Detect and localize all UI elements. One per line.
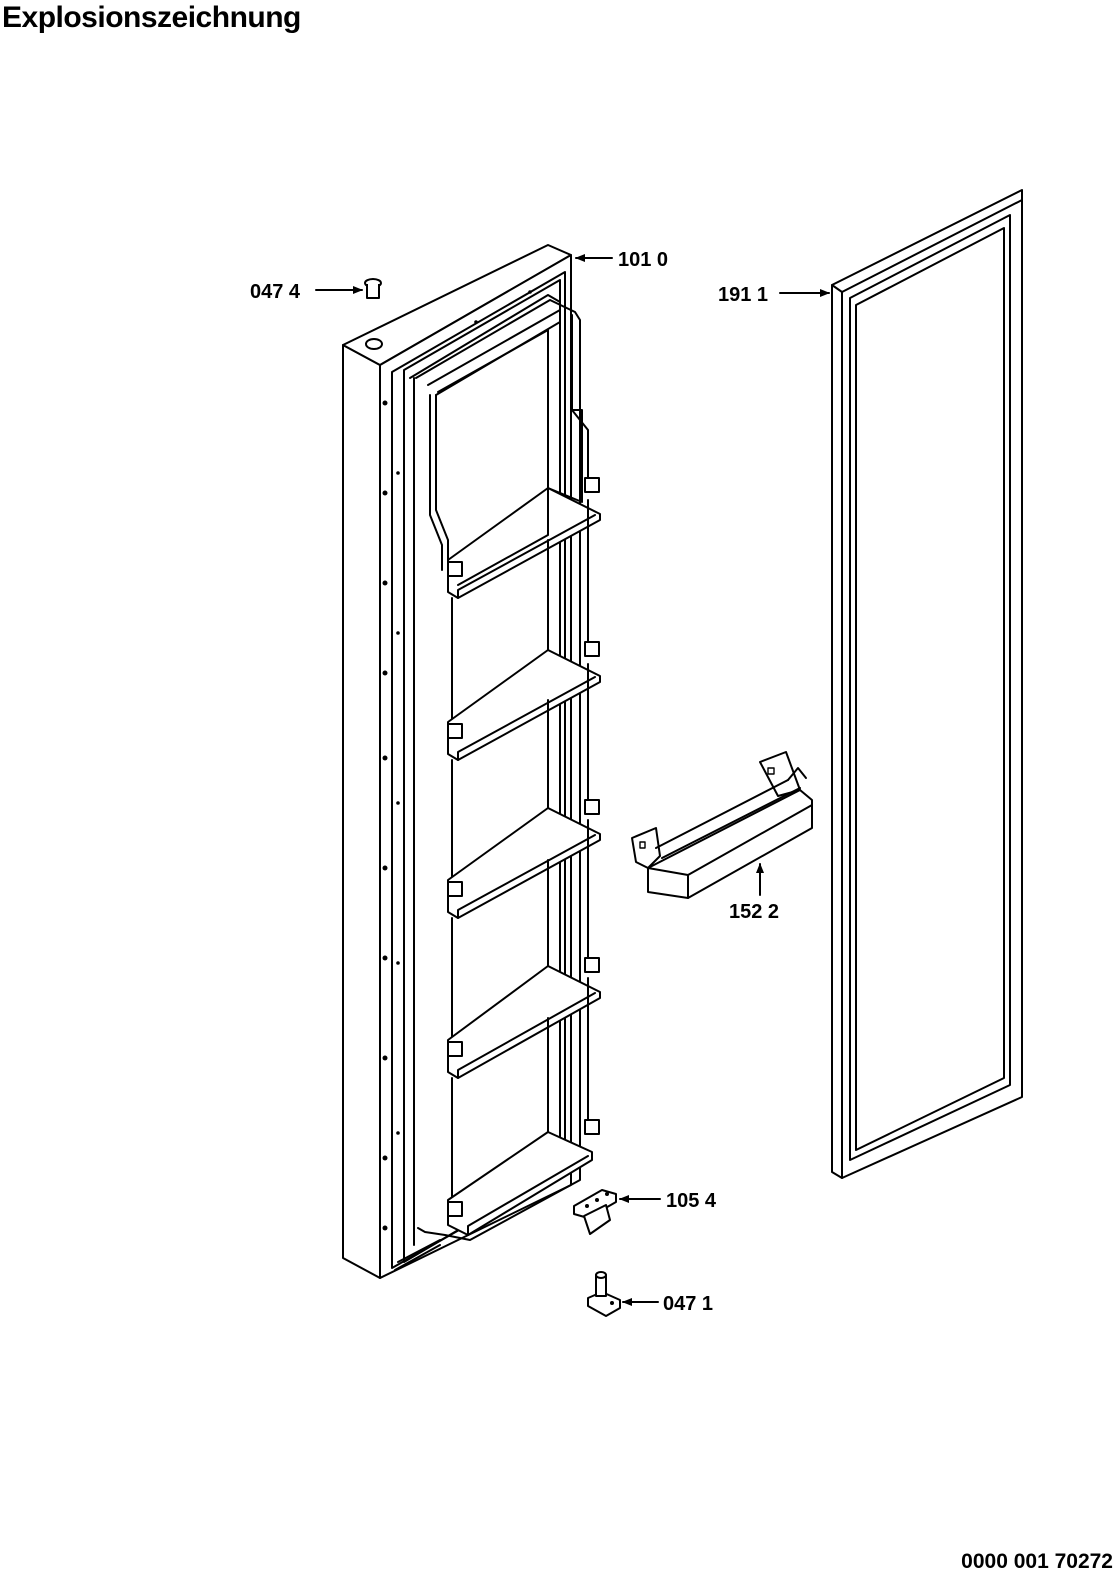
leader-lines — [315, 254, 830, 1306]
door-assembly — [342, 244, 601, 1279]
label-105-4: 105 4 — [666, 1190, 717, 1212]
label-047-1: 047 1 — [663, 1293, 713, 1315]
door-shelf-5 — [447, 977, 600, 1236]
bottle-rack — [631, 751, 813, 899]
door-shelf-2 — [447, 499, 601, 761]
label-191-1: 191 1 — [718, 284, 768, 306]
screw-holes — [382, 290, 532, 1231]
page-title: Explosionszeichnung — [2, 1, 301, 34]
door-shelf-3 — [447, 663, 601, 919]
hinge-plate — [573, 1189, 617, 1235]
label-152-2: 152 2 — [729, 901, 779, 923]
label-047-4: 047 4 — [250, 281, 301, 303]
hinge-pin-top — [364, 278, 382, 299]
door-gasket — [831, 189, 1023, 1179]
door-shelf-4 — [447, 819, 601, 1079]
document-number: 0000 001 70272 — [961, 1550, 1113, 1573]
door-shelf-1 — [447, 477, 601, 599]
hinge-pin-bottom — [587, 1271, 621, 1317]
label-101-0: 101 0 — [618, 249, 668, 271]
